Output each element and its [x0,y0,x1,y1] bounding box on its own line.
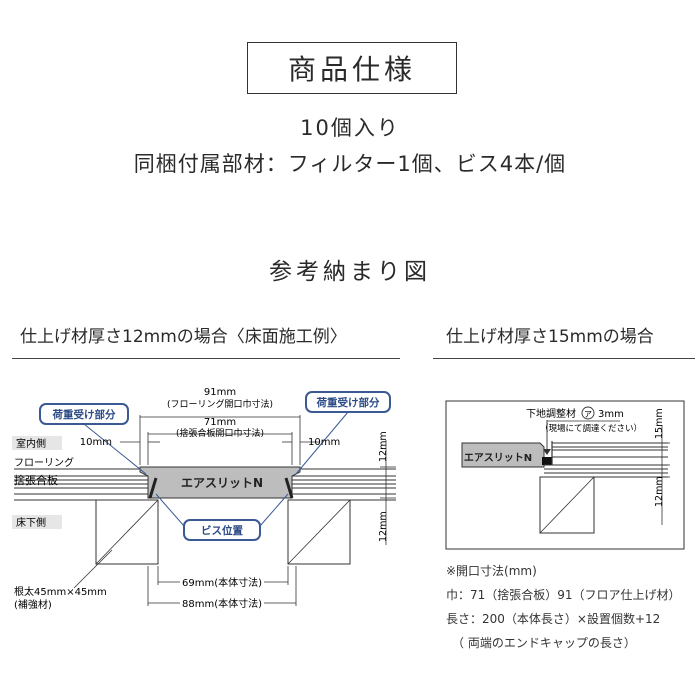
joist-note: (補強材) [14,598,52,611]
adjuster-size: 3mm [598,409,624,420]
indoor-label-bg [12,436,62,450]
adjuster-note: （現場にて調達ください） [540,423,642,434]
flooring-label: フローリング [14,456,74,469]
dim-10-left: 10mm [80,437,112,448]
dim-15: 15mm [654,408,665,439]
contents-text: 10個入り [300,116,400,140]
accessories-text: 同梱付属部材：フィルター1個、ビス4本/個 [133,152,567,176]
callout-screw-text: ビス位置 [201,524,243,537]
notes-length: 長さ：200（本体長さ）×設置個数+12 [446,612,661,626]
underfloor-label-bg [12,515,62,529]
plywood-label: 捨張合板 [14,473,58,487]
callout-screw [183,519,261,541]
dimension-lines-top [120,415,320,465]
dimension-lines-bottom [147,566,297,606]
callout-load-right-text: 荷重受け部分 [316,396,380,409]
dim-69: 69mm(本体寸法) [182,576,262,589]
dimension-lines-right [380,440,396,545]
dim-12-top: 12mm [378,431,389,462]
right-figure-caption: 仕上げ材厚さ15mmの場合 [446,327,654,347]
joist-label: 根太45mm×45mm [14,585,107,598]
dim-10-right: 10mm [308,437,340,448]
product-name-left: エアスリットN [181,476,263,490]
adjuster-label: 下地調整材 [526,407,576,420]
screw-right [284,477,294,499]
right-installation-diagram: エアスリットN 下地調整材 ア 3mm （現場にて調達ください） 15mm 12… [445,400,685,550]
right-caption-rule [433,358,695,359]
dim-71: 71mm [204,417,236,428]
left-installation-diagram: エアスリットN 室内側 フローリング 捨張合板 床下側 荷重受け部分 荷重受け部… [12,387,396,611]
figure-heading: 参考納まり図 [269,259,431,285]
adjuster-block [542,457,552,465]
spec-heading: 商品仕様 [287,53,416,86]
left-caption-rule [12,358,400,359]
dim-12-right: 12mm [654,476,665,507]
adjuster-mark: ア [584,410,592,419]
dim-12-bottom: 12mm [378,511,389,542]
right-floor-layers [544,442,668,478]
dim-88: 88mm(本体寸法) [182,597,262,610]
dim-71-note: (捨張合板開口巾寸法) [176,427,264,439]
screw-left [148,477,158,499]
notes-width: 巾：71（捨張合板）91（フロア仕上げ材） [446,588,681,602]
underfloor-label: 床下側 [16,516,46,529]
callout-load-left-text: 荷重受け部分 [52,408,116,421]
dim-91-note: (フローリング開口巾寸法) [167,398,273,410]
indoor-label: 室内側 [16,437,46,450]
product-name-right: エアスリットN [464,452,532,464]
notes-length-note: （ 両端のエンドキャップの長さ） [452,636,636,650]
notes-title: ※開口寸法(mm) [446,564,537,578]
spec-heading-box: 商品仕様 [247,42,457,94]
right-dimension-lines [656,425,670,525]
dim-91: 91mm [204,387,236,398]
adjuster-mark-circle [581,406,595,420]
left-figure-caption: 仕上げ材厚さ12mmの場合〈床面施工例〉 [20,327,347,347]
